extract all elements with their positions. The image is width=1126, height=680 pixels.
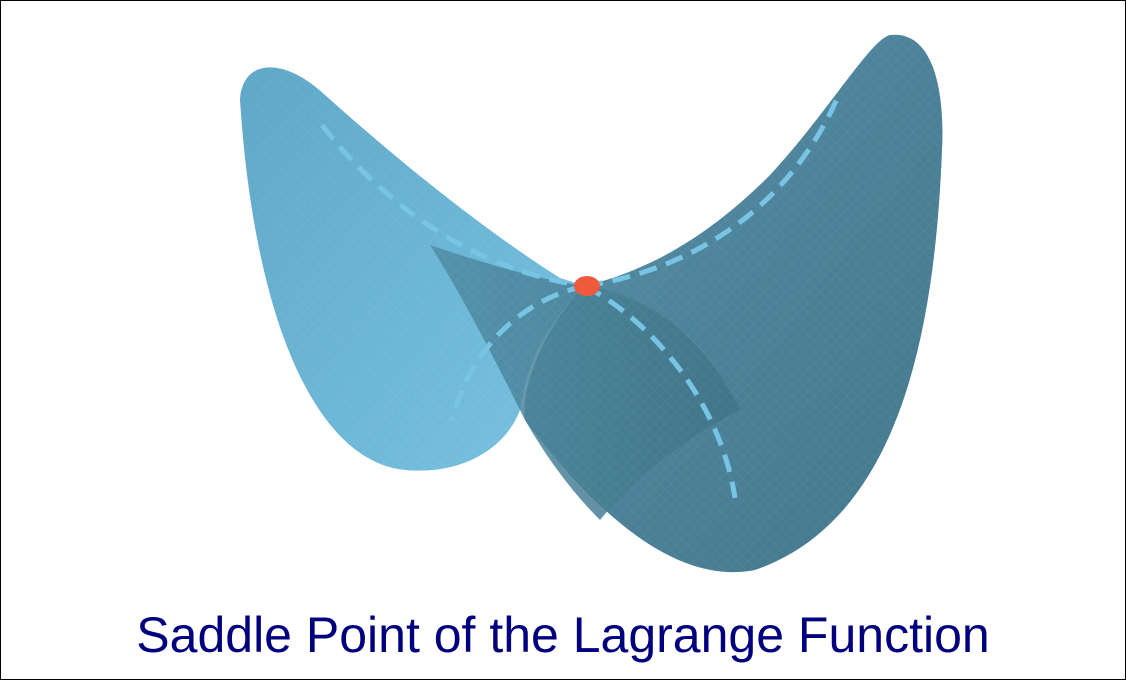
saddle-point-marker xyxy=(574,276,600,296)
saddle-mesh-texture xyxy=(240,34,943,573)
dashed-curve-right-upper xyxy=(584,91,843,289)
saddle-surface-figure xyxy=(240,34,943,573)
figure-caption: Saddle Point of the Lagrange Function xyxy=(136,607,990,663)
dashed-curve-right-lower xyxy=(583,283,738,499)
dashed-curve-left-upper xyxy=(320,123,586,289)
dashed-curve-left-lower xyxy=(449,283,586,421)
